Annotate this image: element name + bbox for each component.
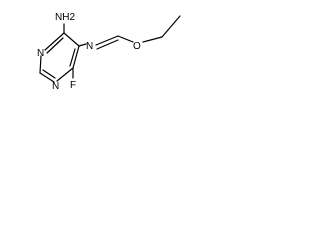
ring-bond-c5-c6-inner: [69, 48, 76, 67]
bond-imine-n-ch-double: [96, 39, 119, 50]
atom-label-amine: NH2: [55, 12, 75, 23]
atom-label-fluorine: F: [70, 80, 76, 91]
chemical-structure: NH2 N O N N F: [37, 12, 181, 92]
ring-bond-c6-n1: [56, 67, 74, 82]
bond-imine-n-ch: [95, 35, 119, 46]
ring-bond-n3-c4: [44, 32, 65, 51]
bond-ch-o: [117, 35, 134, 43]
atom-label-ether-oxygen: O: [133, 41, 141, 52]
atom-label-imine-nitrogen: N: [86, 41, 93, 52]
ring-bond-c4-c5: [63, 32, 80, 47]
ring-bond-n1-c2-inner: [42, 69, 56, 79]
bond-o-ch2: [142, 36, 163, 43]
atom-label-ring-nitrogen-1: N: [37, 48, 44, 59]
ring-bond-c2-n3: [39, 55, 42, 74]
ring-bond-c5-c6: [72, 45, 80, 69]
bond-ch2-ch3: [161, 15, 181, 38]
ring-bond-n1-c2: [39, 72, 55, 83]
atom-label-ring-nitrogen-2: N: [52, 81, 59, 92]
ring-bond-n3-c4-inner: [46, 37, 64, 54]
bond-c5-imine-n: [78, 43, 87, 47]
